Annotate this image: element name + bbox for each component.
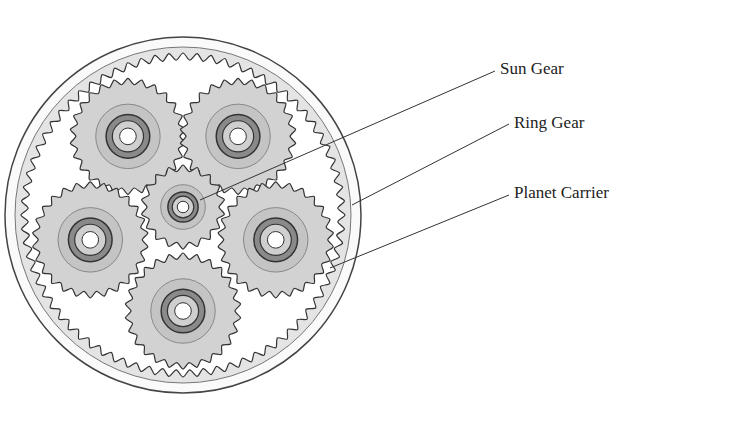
gear-teeth xyxy=(125,253,240,369)
planet-gear xyxy=(125,253,240,369)
gear-hub xyxy=(161,289,205,333)
gear-hub-ring xyxy=(222,121,253,152)
gear-hub xyxy=(68,218,112,262)
gear-hub xyxy=(254,218,298,262)
gear-body xyxy=(58,208,122,272)
gear-bore xyxy=(267,232,284,249)
ring-gear-band xyxy=(15,47,351,383)
gear-body xyxy=(206,104,270,168)
sun-gear xyxy=(142,165,225,249)
part-label: Sun Gear xyxy=(498,60,566,79)
gear-teeth xyxy=(218,182,333,298)
gear-hub xyxy=(216,115,260,159)
gear-teeth xyxy=(33,182,148,298)
gear-hub-ring xyxy=(112,121,143,152)
gear-body xyxy=(96,104,160,168)
gear-hub xyxy=(106,115,150,159)
gear-body xyxy=(243,208,307,272)
gear-hub-ring xyxy=(75,224,106,255)
gear-hub-ring xyxy=(172,196,194,218)
gear-bore xyxy=(82,232,99,249)
part-label: Planet Carrier xyxy=(512,184,611,203)
gear-body xyxy=(151,279,215,343)
ring-gear-teeth xyxy=(21,53,345,377)
gear-teeth xyxy=(142,165,225,249)
gear-hub-ring xyxy=(260,224,291,255)
gear-hub-ring xyxy=(167,295,198,326)
leader-line xyxy=(200,71,495,200)
planet-gear xyxy=(218,182,333,298)
housing-circle xyxy=(5,37,361,393)
planet-gear xyxy=(33,182,148,298)
gear-body xyxy=(161,185,206,230)
part-label: Ring Gear xyxy=(512,114,586,133)
gear-bore xyxy=(230,128,247,145)
leader-line xyxy=(330,195,509,268)
gear-hub xyxy=(168,192,198,222)
gear-bore xyxy=(120,128,137,145)
leader-line xyxy=(352,124,509,205)
gear-bore xyxy=(177,201,189,213)
gear-bore xyxy=(175,303,192,320)
